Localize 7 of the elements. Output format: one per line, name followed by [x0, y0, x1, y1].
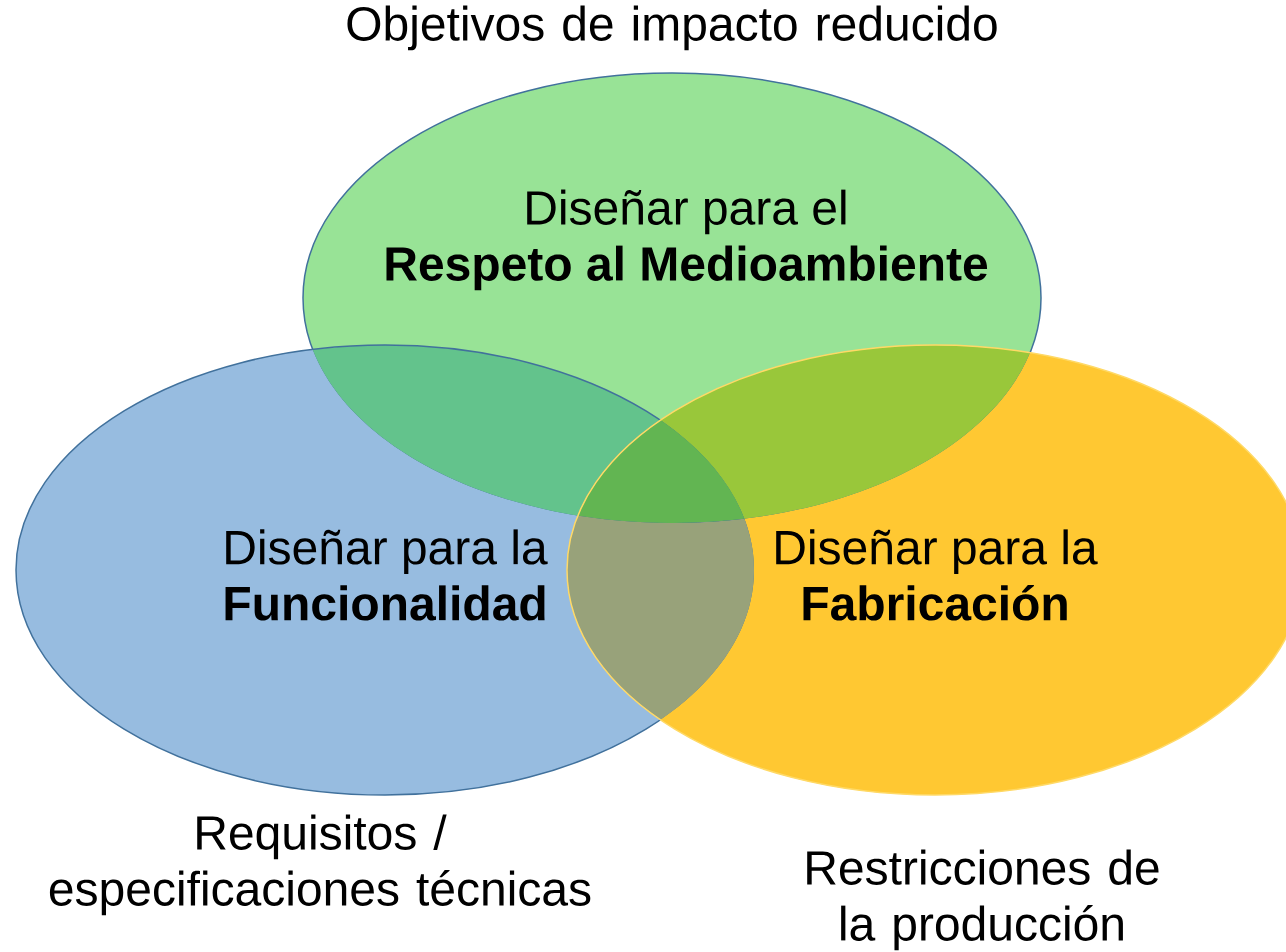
- caption-text: Restricciones de la producción: [807, 849, 1159, 951]
- venn-ellipse: [566, 344, 1286, 796]
- venn-label: Diseñar para la Funcionalidad: [225, 529, 548, 621]
- venn-label: Diseñar para el Respeto al Medioambiente: [386, 189, 988, 291]
- venn-label: Diseñar para la Fabricación: [776, 529, 1098, 621]
- caption-text: Requisitos / especificaciones técnicas: [49, 814, 591, 916]
- caption-text: Objetivos de impacto reducido: [347, 5, 997, 51]
